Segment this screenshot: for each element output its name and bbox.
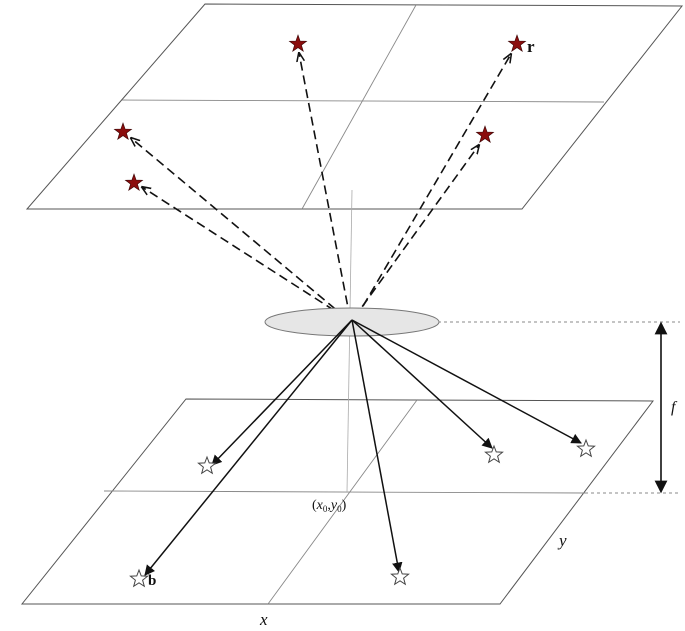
projected-rays bbox=[144, 319, 582, 576]
image-plane bbox=[20, 398, 654, 605]
celestial-plane bbox=[25, 3, 684, 210]
celestial-stars bbox=[113, 34, 527, 192]
solid-ray bbox=[351, 319, 582, 444]
label-b: b bbox=[148, 573, 156, 589]
label-f: f bbox=[671, 399, 678, 416]
image-plane-divider-horizontal bbox=[103, 490, 586, 494]
filled-star-icon bbox=[113, 122, 133, 141]
outline-star-icon bbox=[390, 566, 410, 586]
solid-ray bbox=[211, 319, 353, 466]
outline-star-icon bbox=[129, 568, 149, 588]
filled-star-icon bbox=[475, 125, 495, 144]
dashed-ray bbox=[299, 53, 351, 319]
optical-axis-line bbox=[346, 189, 353, 493]
dashed-ray bbox=[353, 145, 479, 319]
dashed-ray bbox=[131, 138, 347, 319]
outline-star-icon bbox=[484, 444, 504, 464]
outline-star-icon bbox=[197, 455, 217, 475]
celestial-plane-border bbox=[25, 3, 684, 210]
label-r: r bbox=[527, 37, 535, 56]
dashed-ray bbox=[142, 187, 347, 319]
filled-star-icon bbox=[507, 34, 527, 53]
solid-ray bbox=[351, 319, 403, 574]
solid-ray bbox=[351, 319, 493, 449]
label-principal-point: (x0,y0) bbox=[312, 498, 347, 514]
image-plane-border bbox=[20, 398, 654, 605]
filled-star-icon bbox=[124, 173, 144, 192]
image-plane-divider-vertical bbox=[267, 399, 418, 605]
label-y-axis: y bbox=[557, 531, 567, 550]
incoming-rays bbox=[131, 53, 511, 319]
celestial-plane-divider-horizontal bbox=[121, 99, 605, 103]
outline-star-icon bbox=[576, 438, 596, 458]
dashed-ray bbox=[355, 54, 511, 319]
filled-star-icon bbox=[288, 34, 308, 53]
image-stars bbox=[129, 438, 596, 588]
celestial-plane-divider-vertical bbox=[301, 4, 417, 210]
solid-ray bbox=[144, 319, 353, 576]
label-x-axis: x bbox=[259, 610, 268, 629]
